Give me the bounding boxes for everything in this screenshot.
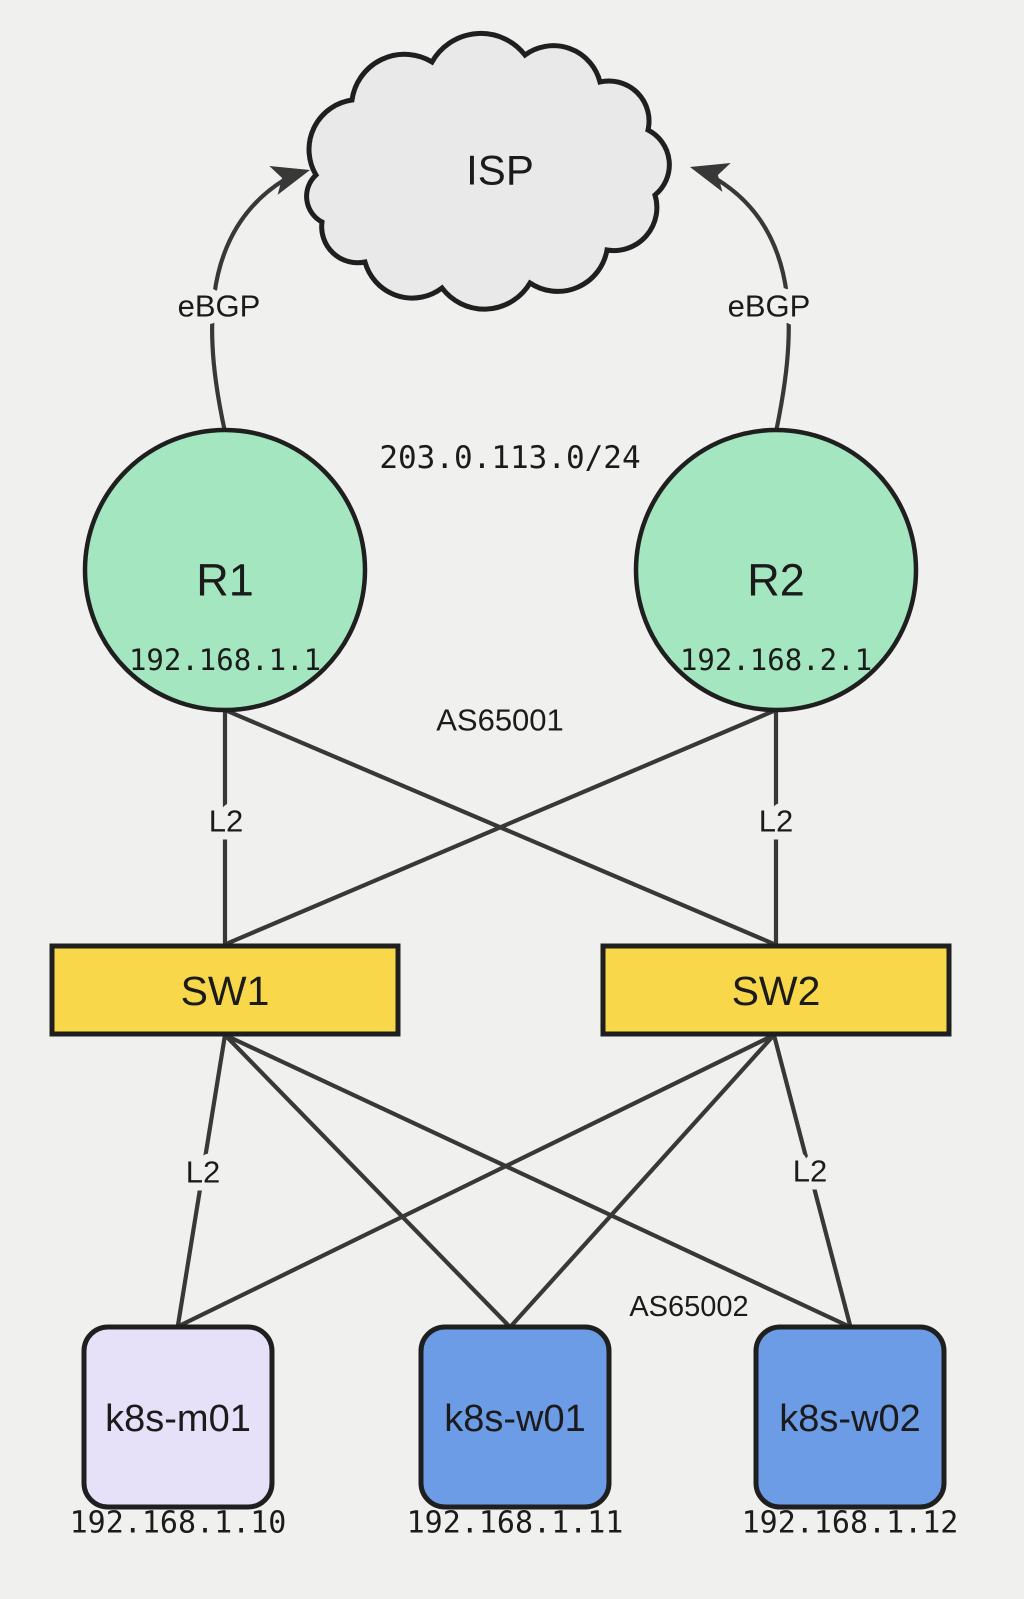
k8s-w01-label: k8s-w01 [444,1398,586,1440]
l2-r1-sw1-label: L2 [209,804,243,839]
edge-lines [175,163,853,1328]
k8s-m01-node: k8s-m01 192.168.1.10 [70,1324,287,1541]
k8s-w02-shape [753,1324,947,1510]
ebgp-right-label: eBGP [728,289,811,324]
as65001-label: AS65001 [436,703,564,738]
edge-sw1-k8s-m01 [175,1032,228,1328]
l2-r2-sw2-label: L2 [759,804,793,839]
l2-sw2-w02-label: L2 [793,1154,827,1189]
edge-sw1-k8s-w02 [222,1032,849,1328]
arrow-into-isp-left-icon [269,166,310,195]
edge-sw2-k8s-w02 [771,1032,853,1328]
router-r2-label: R2 [747,555,805,606]
switch-sw1-label: SW1 [181,968,270,1014]
k8s-w01-shape [418,1324,612,1510]
router-r2-node: R2 192.168.2.1 [633,427,919,713]
as65002-label: AS65002 [629,1291,748,1323]
router-r1-node: R1 192.168.1.1 [82,427,368,713]
k8s-w02-ip: 192.168.1.12 [742,1506,959,1541]
router-r1-ip: 192.168.1.1 [129,643,321,677]
public-prefix-label: 203.0.113.0/24 [379,440,640,476]
edge-sw1-k8s-w01 [222,1032,511,1328]
switch-sw2-node: SW2 [600,943,952,1037]
isp-label: ISP [466,147,534,194]
cloud-shape [304,30,672,312]
edge-labels: eBGP eBGP 203.0.113.0/24 AS65001 AS65002… [170,281,836,1332]
router-r2-ip: 192.168.2.1 [680,643,872,677]
k8s-w02-node: k8s-w02 192.168.1.12 [742,1324,959,1541]
k8s-m01-label: k8s-m01 [105,1398,251,1440]
ebgp-left-label: eBGP [178,289,261,324]
k8s-w01-ip: 192.168.1.11 [407,1506,624,1541]
edge-r1-isp [210,177,287,435]
k8s-w01-node: k8s-w01 192.168.1.11 [407,1324,624,1541]
edge-r2-isp [715,177,791,435]
isp-cloud-node: ISP [304,30,672,312]
k8s-m01-ip: 192.168.1.10 [70,1506,287,1541]
router-r2-shape [633,427,919,713]
switch-sw1-node: SW1 [49,943,401,1037]
edge-r2-sw1 [223,707,779,947]
arrow-into-isp-right-icon [690,163,731,192]
router-r1-shape [82,427,368,713]
router-r1-label: R1 [196,555,254,606]
edge-sw2-k8s-w01 [509,1032,777,1328]
l2-sw1-m01-label: L2 [186,1155,220,1190]
switch-sw1-shape [49,943,401,1037]
k8s-w02-label: k8s-w02 [779,1398,921,1440]
switch-sw2-shape [600,943,952,1037]
k8s-m01-shape [81,1324,275,1510]
edge-sw2-k8s-m01 [178,1032,777,1328]
switch-sw2-label: SW2 [732,968,821,1014]
